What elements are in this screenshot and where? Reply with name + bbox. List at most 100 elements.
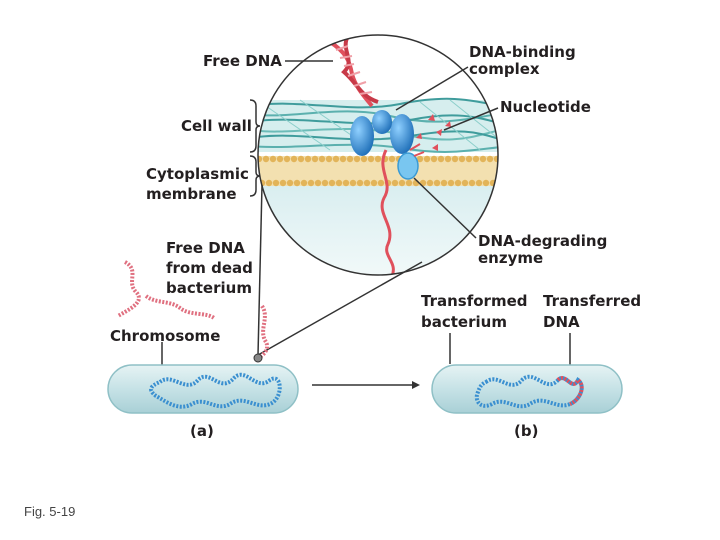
membrane-head (405, 179, 413, 187)
membrane-head (391, 179, 399, 187)
label-dna-degrading-2: enzyme (478, 249, 543, 267)
dna-binding-leader (395, 66, 469, 111)
membrane-head (311, 155, 319, 163)
label-free-dead-3: bacterium (166, 279, 252, 297)
membrane-head (304, 155, 312, 163)
figure-caption: Fig. 5-19 (24, 504, 75, 519)
label-free-dna: Free DNA (203, 52, 282, 70)
membrane-head (437, 155, 445, 163)
membrane-head (493, 155, 498, 163)
membrane-head (307, 179, 315, 187)
membrane-head (479, 155, 487, 163)
membrane-head (440, 179, 448, 187)
label-cell-wall: Cell wall (181, 117, 252, 135)
membrane-head (451, 155, 459, 163)
nucleotide-leader (443, 107, 499, 131)
membrane-head (269, 155, 277, 163)
transferred-dna-segment (556, 376, 584, 406)
membrane-head (283, 155, 291, 163)
membrane-head (370, 179, 378, 187)
membrane-head (335, 179, 343, 187)
label-free-dead-2: from dead (166, 259, 253, 277)
label-transformed-2: bacterium (421, 313, 507, 331)
zoom-point (253, 353, 263, 363)
membrane-head (279, 179, 287, 187)
label-dna-binding-1: DNA-binding (469, 43, 576, 61)
label-transformed-1: Transformed (421, 292, 527, 310)
membrane-head (458, 155, 466, 163)
chromosome-b (474, 374, 584, 409)
membrane-head (318, 155, 326, 163)
membrane-head (504, 180, 510, 186)
membrane-head (339, 155, 347, 163)
label-free-dead-1: Free DNA (166, 239, 245, 257)
membrane-head (388, 155, 396, 163)
membrane-head (426, 179, 434, 187)
label-panel-a: (a) (190, 422, 214, 440)
membrane-head (430, 155, 438, 163)
free-dna-helix (328, 35, 395, 275)
dead-bacterium-dna (116, 260, 269, 360)
membrane-head (496, 179, 498, 187)
membrane-head (342, 179, 350, 187)
label-cyto-1: Cytoplasmic (146, 165, 249, 183)
membrane-head (290, 155, 298, 163)
membrane-head (325, 155, 333, 163)
membrane-head (501, 156, 507, 162)
label-nucleotide: Nucleotide (500, 98, 591, 116)
zoom-line-right (257, 261, 423, 356)
membrane-head (363, 179, 371, 187)
membrane-head (356, 179, 364, 187)
membrane-head (433, 179, 441, 187)
membrane-head (416, 155, 424, 163)
membrane-head (398, 179, 406, 187)
dna-degrading-leader (413, 177, 477, 239)
membrane-head (297, 155, 305, 163)
membrane-head (367, 155, 375, 163)
membrane-head (353, 155, 361, 163)
dna-binding-complex (350, 110, 414, 156)
label-dna-degrading-1: DNA-degrading (478, 232, 607, 250)
membrane-head (349, 179, 357, 187)
membrane-head (258, 179, 259, 187)
membrane-head (465, 155, 473, 163)
cell-a (107, 353, 299, 414)
membrane-head (265, 179, 273, 187)
cell-wall-brace (249, 99, 261, 153)
membrane-head (468, 179, 476, 187)
membrane-head (276, 155, 284, 163)
membrane-brace (249, 155, 261, 197)
membrane-head (286, 179, 294, 187)
transition-arrow (312, 381, 420, 389)
membrane-head (374, 155, 382, 163)
label-dna-binding-2: complex (469, 60, 540, 78)
membrane-layer (258, 155, 510, 187)
membrane-head (377, 179, 385, 187)
label-transferred-2: DNA (543, 313, 580, 331)
membrane-head (272, 179, 280, 187)
membrane-head (300, 179, 308, 187)
membrane-head (475, 179, 483, 187)
membrane-head (332, 155, 340, 163)
label-chromosome: Chromosome (110, 327, 220, 345)
membrane-head (461, 179, 469, 187)
zoom-line-left (257, 184, 263, 356)
membrane-head (328, 179, 336, 187)
membrane-head (360, 155, 368, 163)
membrane-head (293, 179, 301, 187)
membrane-head (262, 155, 270, 163)
zoom-circle (257, 34, 510, 276)
cell-b (431, 364, 623, 414)
label-panel-b: (b) (514, 422, 538, 440)
nucleotides (416, 114, 451, 151)
membrane-head (346, 155, 354, 163)
membrane-head (423, 155, 431, 163)
dna-degrading-enzyme (397, 152, 419, 180)
membrane-head (472, 155, 480, 163)
membrane-head (486, 155, 494, 163)
membrane-head (447, 179, 455, 187)
membrane-head (454, 179, 462, 187)
membrane-head (482, 179, 490, 187)
label-cyto-2: membrane (146, 185, 237, 203)
